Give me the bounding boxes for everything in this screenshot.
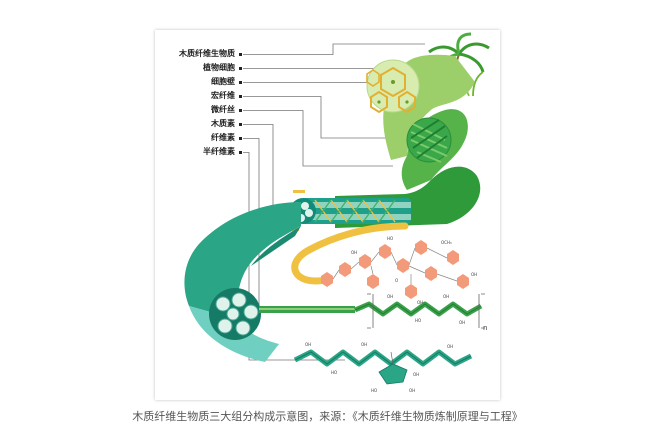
svg-text:OH: OH <box>443 294 449 299</box>
svg-text:OH: OH <box>351 250 357 255</box>
polymer-subscript-n: n <box>483 324 487 332</box>
figure-caption: 木质纤维生物质三大组分构成示意图，来源：《木质纤维生物质炼制原理与工程》 <box>132 410 523 423</box>
cellulose-ribbon <box>184 202 301 320</box>
label-lignin: 木质素 <box>210 118 295 209</box>
label-text: 植物细胞 <box>202 62 235 72</box>
label-microfibril: 微纤丝 <box>210 104 393 167</box>
cellulose-chain: OH HO OH OH n <box>354 293 487 332</box>
lignin-molecule: OH HO OCH₃ OH OH O <box>321 236 477 305</box>
label-text: 宏纤维 <box>211 90 235 100</box>
lignocellulose-diagram: 木质纤维生物质 植物细胞 细胞壁 宏纤维 微纤丝 木质素 纤维素 半纤维素 <box>178 32 490 393</box>
svg-text:OH: OH <box>417 300 423 305</box>
svg-text:OH: OH <box>387 294 393 299</box>
lignin-strand <box>291 222 409 285</box>
cell-wall-icon <box>406 117 452 163</box>
label-text: 木质素 <box>210 118 235 128</box>
plant-cell-icon <box>366 59 420 114</box>
svg-text:HO: HO <box>415 318 421 323</box>
label-text: 细胞壁 <box>211 76 235 86</box>
svg-text:OH: OH <box>471 272 477 277</box>
label-plant-cell: 植物细胞 <box>202 62 391 72</box>
label-macrofibril: 宏纤维 <box>211 90 417 139</box>
svg-text:O: O <box>395 278 398 283</box>
svg-text:HO: HO <box>371 388 377 393</box>
svg-text:OH: OH <box>447 344 453 349</box>
svg-text:OH: OH <box>459 320 465 325</box>
svg-text:HO: HO <box>331 370 337 375</box>
fiber-cross-section <box>209 288 261 340</box>
svg-text:HO: HO <box>387 236 393 241</box>
svg-text:OH: OH <box>409 388 415 393</box>
cellulose-rod <box>259 306 355 313</box>
label-text: 半纤维素 <box>203 146 235 156</box>
label-lignocellulosic-biomass: 木质纤维生物质 <box>178 43 425 58</box>
label-text: 微纤丝 <box>210 104 235 114</box>
hemicellulose-chain: OH HO OH OH OH HO OH <box>293 342 473 393</box>
label-cell-wall: 细胞壁 <box>211 76 374 92</box>
svg-text:OH: OH <box>305 342 311 347</box>
label-text: 纤维素 <box>211 132 235 142</box>
svg-text:OH: OH <box>361 342 367 347</box>
label-text: 木质纤维生物质 <box>178 48 235 58</box>
diagram-figure: 木质纤维生物质 植物细胞 细胞壁 宏纤维 微纤丝 木质素 纤维素 半纤维素 <box>155 30 500 400</box>
svg-text:OCH₃: OCH₃ <box>441 240 452 245</box>
svg-text:OH: OH <box>413 372 419 377</box>
